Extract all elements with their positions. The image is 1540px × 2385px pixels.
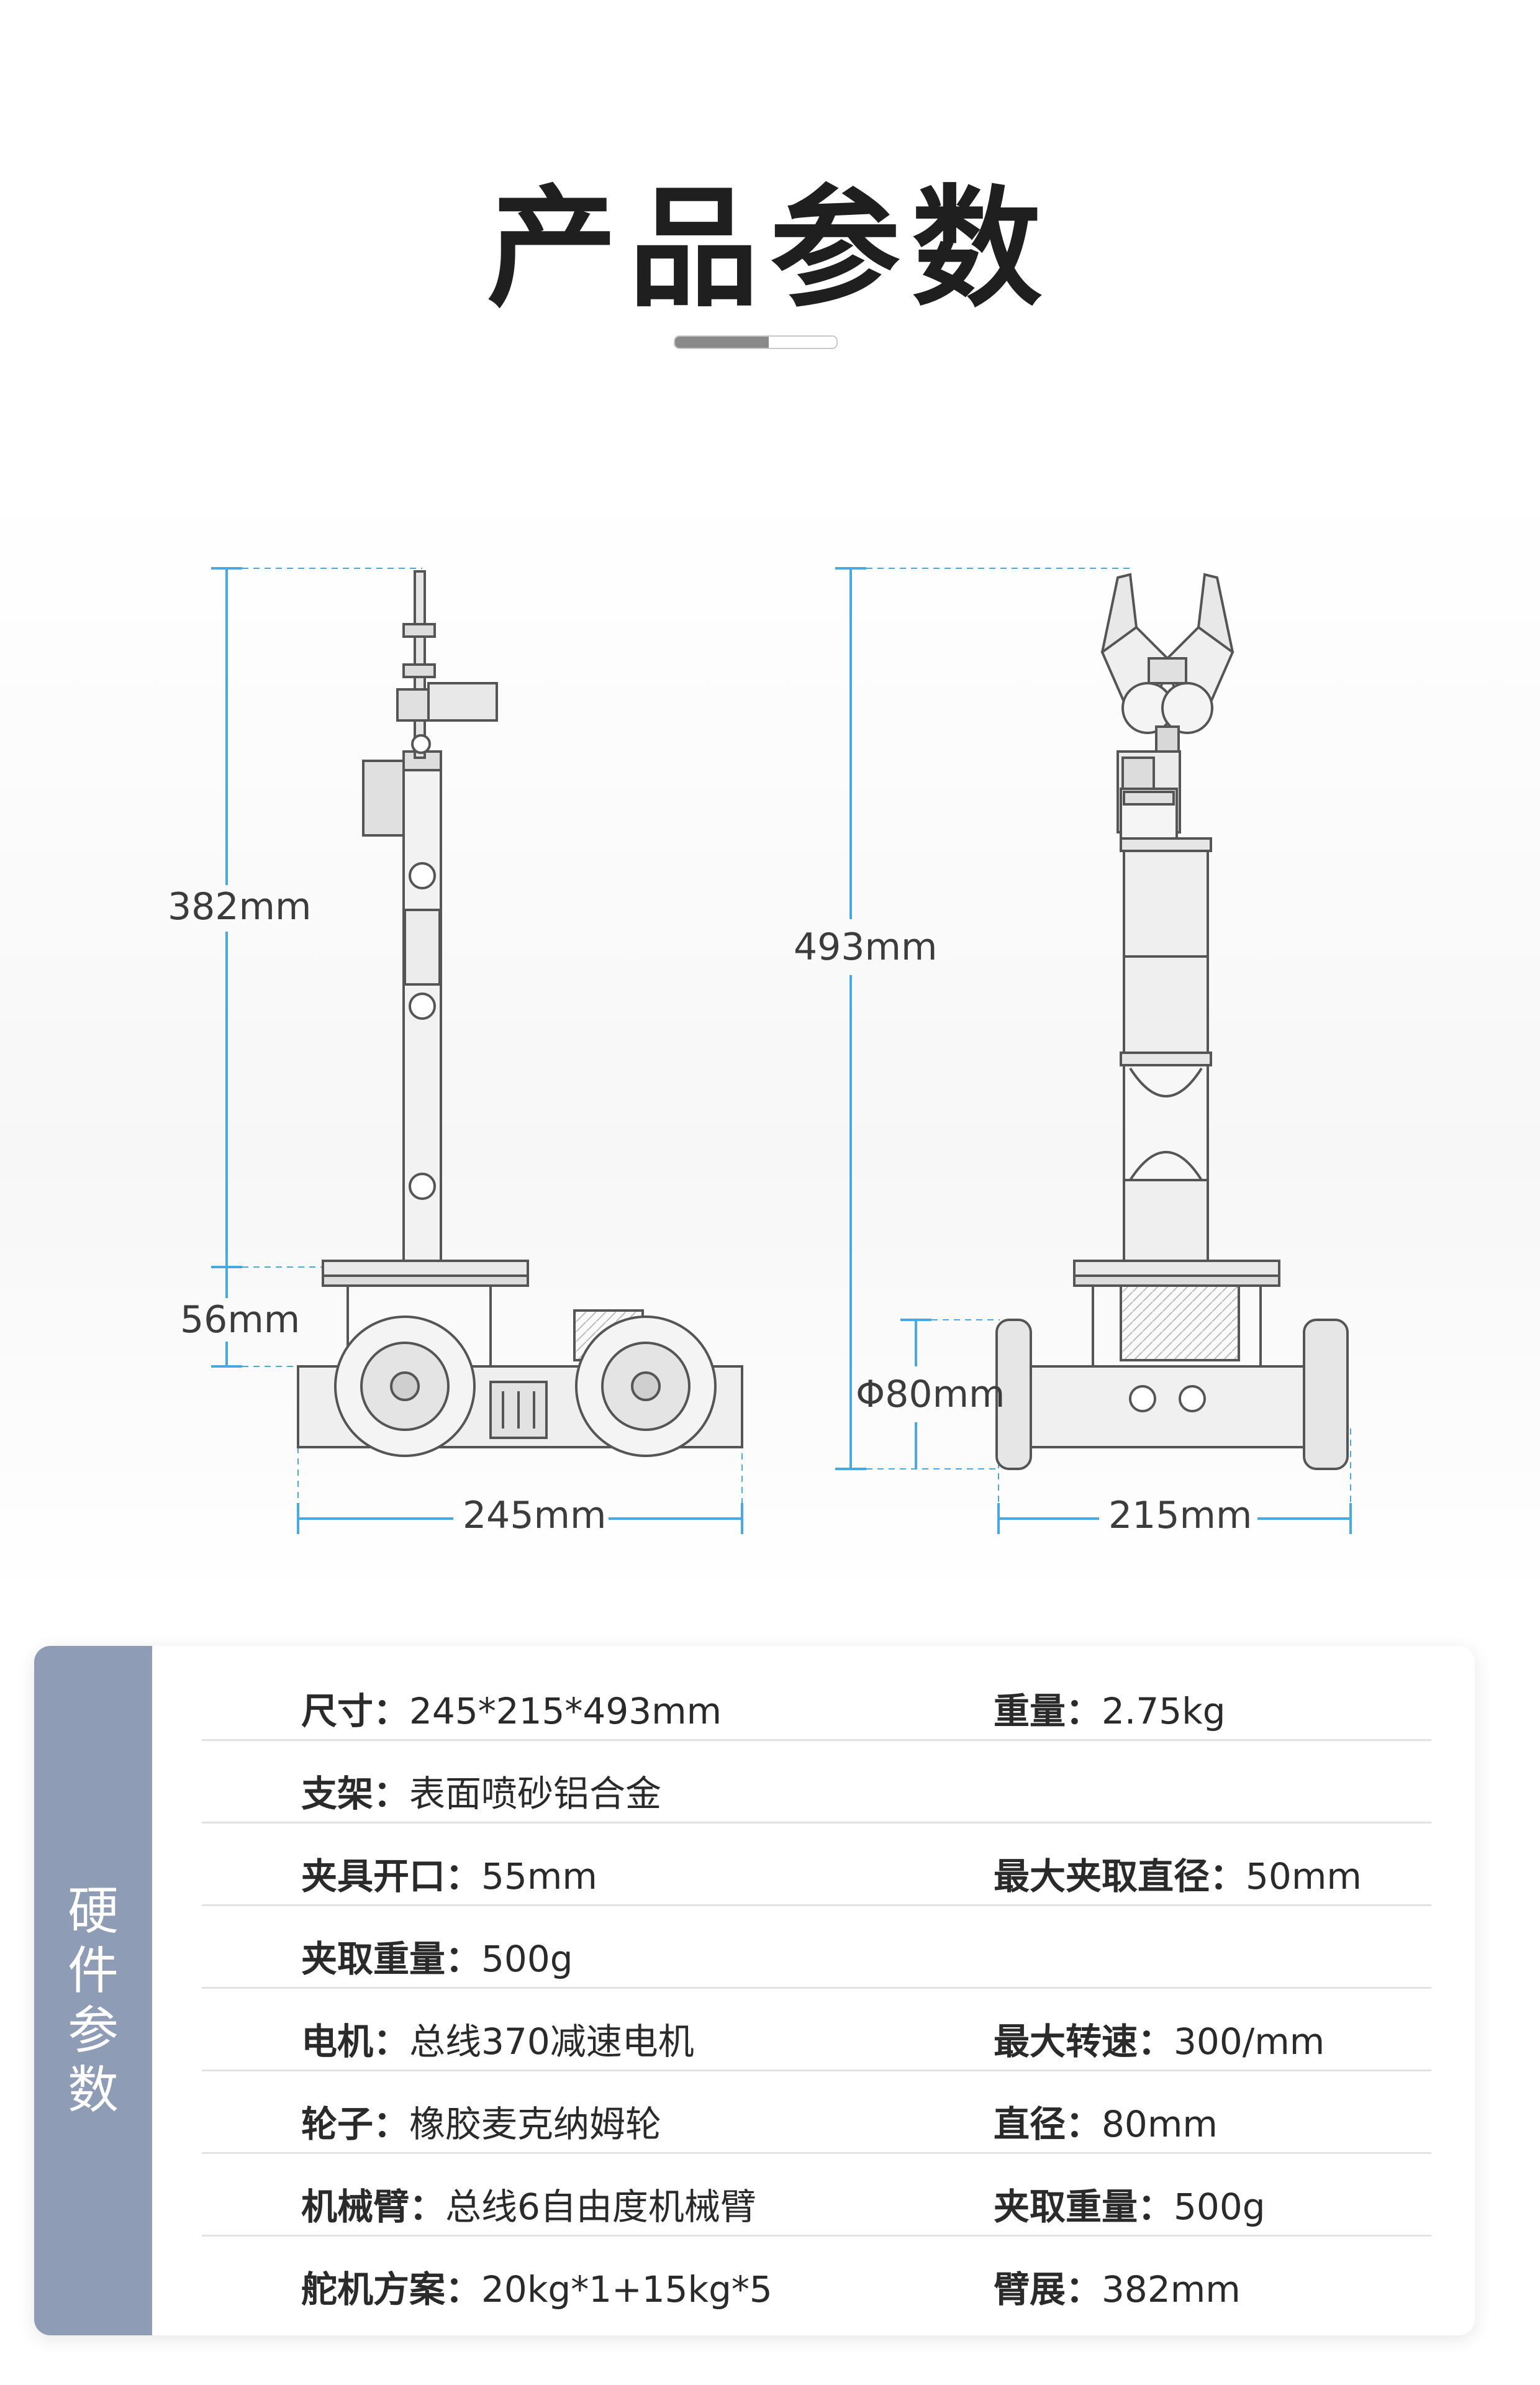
spec-value: 总线370减速电机	[409, 2020, 694, 2063]
spec-key: 尺寸：	[301, 1690, 410, 1732]
spec-value: 2.75kg	[1102, 1690, 1226, 1732]
spec-cell-left: 夹具开口：55mm	[301, 1847, 597, 1899]
spec-value: 382mm	[1102, 2268, 1241, 2310]
spec-cell-left: 舵机方案：20kg*1+15kg*5	[301, 2260, 772, 2312]
spec-value: 表面喷砂铝合金	[409, 1773, 662, 1815]
spec-key: 支架：	[301, 1773, 410, 1815]
title-underline-bar	[674, 335, 838, 349]
spec-value: 橡胶麦克纳姆轮	[409, 2103, 662, 2145]
spec-row: 轮子：橡胶麦克纳姆轮 直径：80mm	[202, 2071, 1431, 2154]
dimension-label-base-height: 56mm	[180, 1298, 301, 1342]
spec-row: 夹具开口：55mm 最大夹取直径：50mm	[202, 1824, 1431, 1906]
spec-value: 500g	[1174, 2186, 1266, 2228]
title-underline-fill	[675, 337, 769, 348]
spec-row: 机械臂：总线6自由度机械臂 夹取重量：500g	[202, 2154, 1431, 2237]
spec-key: 臂展：	[994, 2268, 1102, 2310]
spec-value: 50mm	[1246, 1855, 1362, 1897]
spec-key: 重量：	[994, 1690, 1102, 1732]
spec-row: 夹取重量：500g	[202, 1906, 1431, 1989]
spec-key: 直径：	[994, 2103, 1102, 2145]
dimension-label-left-width: 245mm	[463, 1494, 607, 1537]
spec-value: 80mm	[1102, 2103, 1218, 2145]
spec-key: 最大夹取直径：	[994, 1855, 1246, 1897]
robot-diagram	[211, 567, 1352, 1534]
spec-row: 电机：总线370减速电机 最大转速：300/mm	[202, 1989, 1431, 2071]
spec-cell-right: 最大夹取直径：50mm	[994, 1847, 1362, 1899]
spec-key: 电机：	[301, 2020, 410, 2063]
dimension-label-total-height: 493mm	[794, 925, 938, 969]
dimension-label-right-width: 215mm	[1108, 1494, 1252, 1537]
spec-card-side-char: 数	[67, 2061, 119, 2120]
spec-value: 总线6自由度机械臂	[445, 2186, 756, 2228]
spec-key: 最大转速：	[994, 2020, 1174, 2063]
spec-cell-left: 夹取重量：500g	[301, 1930, 573, 1982]
spec-key: 夹取重量：	[301, 1938, 482, 1980]
spec-card-side-label: 硬件参数	[34, 1882, 152, 2120]
spec-key: 机械臂：	[301, 2186, 446, 2228]
spec-cell-left: 轮子：橡胶麦克纳姆轮	[301, 2095, 661, 2147]
spec-cell-right: 最大转速：300/mm	[994, 2012, 1325, 2065]
spec-row: 支架：表面喷砂铝合金	[202, 1741, 1431, 1824]
left-robot-side	[297, 570, 743, 1457]
spec-row: 舵机方案：20kg*1+15kg*5 臂展：382mm	[202, 2237, 1431, 2317]
hardware-spec-card: 硬件参数 尺寸：245*215*493mm 重量：2.75kg 支架：表面喷砂铝合金…	[34, 1646, 1475, 2335]
right-dimension-lines	[835, 567, 1352, 1534]
spec-value: 245*215*493mm	[409, 1690, 722, 1732]
left-dimension-lines	[211, 567, 743, 1534]
spec-row: 尺寸：245*215*493mm 重量：2.75kg	[202, 1658, 1431, 1741]
spec-cell-right: 直径：80mm	[994, 2095, 1218, 2147]
spec-value: 55mm	[481, 1855, 597, 1897]
spec-cell-right: 重量：2.75kg	[994, 1682, 1226, 1734]
spec-cell-left: 电机：总线370减速电机	[301, 2012, 694, 2065]
spec-card-side-panel: 硬件参数	[34, 1646, 152, 2335]
spec-cell-right: 夹取重量：500g	[994, 2178, 1266, 2230]
spec-value: 20kg*1+15kg*5	[481, 2268, 772, 2310]
spec-cell-left: 尺寸：245*215*493mm	[301, 1682, 722, 1734]
spec-key: 轮子：	[301, 2103, 410, 2145]
spec-cell-right: 臂展：382mm	[994, 2260, 1241, 2312]
spec-card-side-char: 硬	[67, 1882, 119, 1941]
spec-card-side-char: 件	[67, 1942, 119, 2001]
page-title: 产品参数	[486, 173, 1053, 325]
spec-card-side-char: 参	[67, 2001, 119, 2060]
spec-value: 500g	[481, 1938, 573, 1980]
dimension-label-wheel-diameter: Φ80mm	[856, 1373, 1005, 1416]
spec-key: 夹具开口：	[301, 1855, 482, 1897]
spec-cell-left: 机械臂：总线6自由度机械臂	[301, 2178, 756, 2230]
dimension-label-arm-height: 382mm	[168, 885, 312, 929]
spec-key: 舵机方案：	[301, 2268, 482, 2310]
spec-value: 300/mm	[1174, 2020, 1325, 2063]
spec-cell-left: 支架：表面喷砂铝合金	[301, 1765, 661, 1817]
right-robot-front	[995, 573, 1349, 1470]
spec-key: 夹取重量：	[994, 2186, 1174, 2228]
